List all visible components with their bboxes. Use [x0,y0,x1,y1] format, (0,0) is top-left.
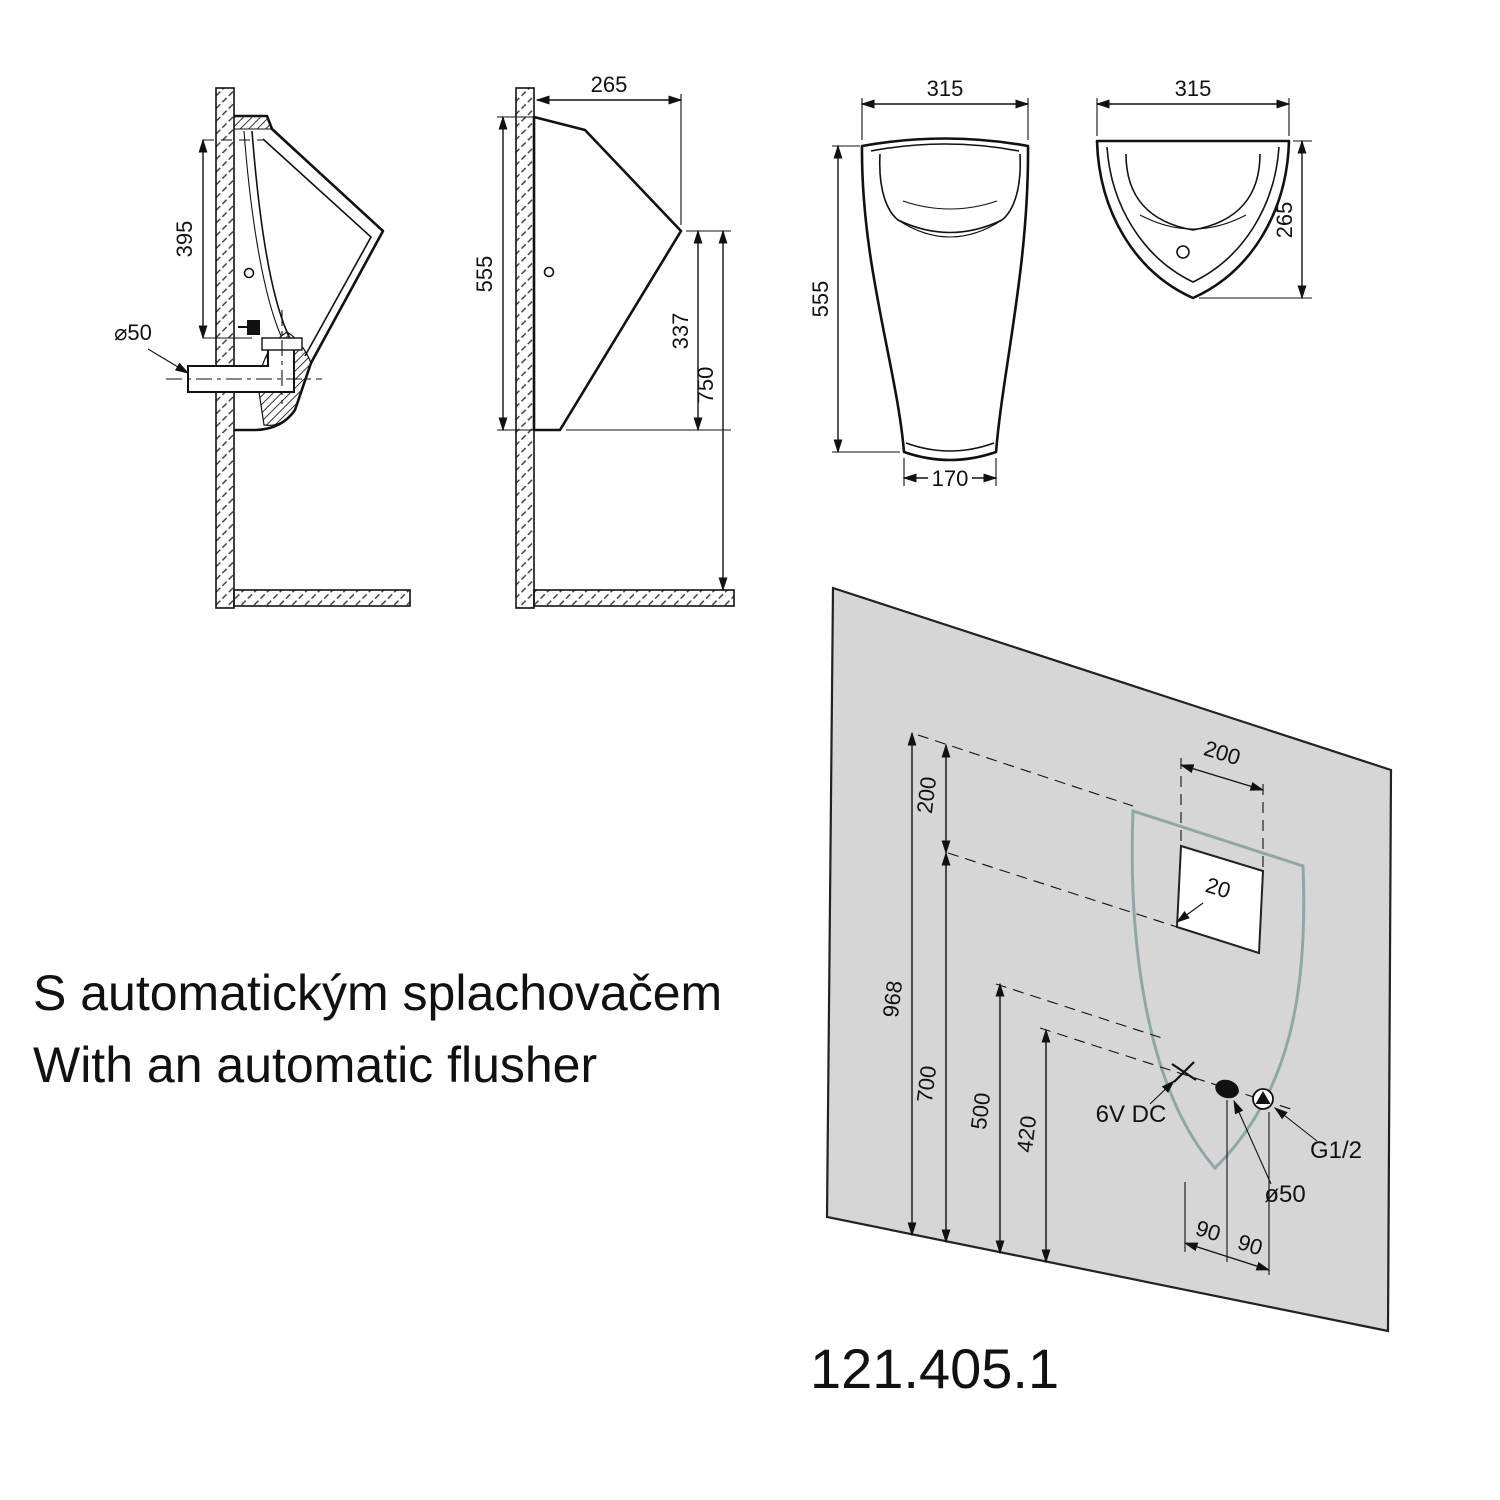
urinal-silhouette [1130,808,1306,1171]
dim-395-label: 395 [172,221,197,258]
view-side-section: 395 ⌀50 [114,87,411,609]
dim-90-90: 90 90 [1183,1100,1271,1275]
mounting-hole [243,267,255,279]
fixing-bolt [247,320,260,335]
dim-968-label: 968 [878,979,907,1018]
dim-265-label: 265 [591,72,628,97]
dim-500-label: 500 [966,1091,995,1130]
drain-outlet-symbol [1215,1079,1239,1099]
urinal-profile-outline [532,115,683,432]
view-top: 315 265 [1095,76,1312,300]
dim-750-label: 750 [693,367,718,404]
rim-cut-hatch [233,115,273,130]
dim-420-label: 420 [1012,1114,1041,1153]
dim-315-top: 315 [1095,76,1291,136]
dim-265-profile: 265 [535,72,683,225]
dim-200-offset-label: 200 [912,775,941,814]
dim-265-top: 265 [1199,139,1312,300]
dim-315-top-label: 315 [1175,76,1212,101]
dim-555-front: 555 [808,144,900,454]
label-g12: G1/2 [1273,1107,1362,1164]
product-code: 121.405.1 [810,1337,1059,1400]
bowl-opening-top [1125,153,1261,231]
dim-420: 420 [1012,1028,1051,1264]
water-connection-symbol [1252,1088,1274,1110]
dim-337-label: 337 [668,313,693,350]
water-connection-label: G1/2 [1310,1137,1362,1164]
subtitle-czech: S automatickým splachovačem [33,965,722,1021]
drain-hole-top [1176,245,1190,259]
subtitle-english: With an automatic flusher [33,1037,597,1093]
sensor-symbol [1171,1061,1197,1083]
dim-337: 337 [566,229,731,432]
dim-d50-label: ⌀50 [114,320,152,345]
urinal-front-outline [860,137,1030,462]
dim-200-offset: 200 [912,743,951,855]
floor-hatch-section [233,589,411,607]
dim-395: 395 [172,138,264,340]
dim-700: 700 [912,851,951,1244]
dim-700-label: 700 [912,1064,941,1103]
label-6vdc: 6V DC [1096,1080,1176,1128]
dim-968: 968 [878,731,917,1237]
urinal-top-outline [1095,139,1291,300]
dim-265-top-label: 265 [1272,202,1297,239]
bowl-opening-front [878,153,1022,234]
flush-recess [1175,844,1265,955]
dim-500: 500 [966,982,1005,1255]
dim-170: 170 [902,458,998,491]
view-side-profile: 265 555 337 750 [472,72,735,609]
installation-panel: 200 20 968 200 700 500 420 [825,586,1393,1333]
mounting-hole-profile [543,266,555,278]
power-label: 6V DC [1096,1101,1167,1128]
drain-pipe [187,347,295,393]
dim-315-front: 315 [860,76,1030,140]
dim-315-front-label: 315 [927,76,964,101]
wall-hatch-section [215,87,235,609]
dim-170-label: 170 [932,466,969,491]
dim-555-profile: 555 [472,115,534,432]
drain-label: ø50 [1264,1181,1305,1208]
floor-hatch-profile [533,589,735,607]
wall-hatch-profile [515,87,535,609]
view-front: 315 555 170 [808,76,1030,491]
label-d50: ø50 [1233,1099,1306,1208]
dim-d50: ⌀50 [114,320,190,374]
dim-750: 750 [693,229,728,592]
dim-555-front-label: 555 [808,281,833,318]
dim-555-profile-label: 555 [472,256,497,293]
